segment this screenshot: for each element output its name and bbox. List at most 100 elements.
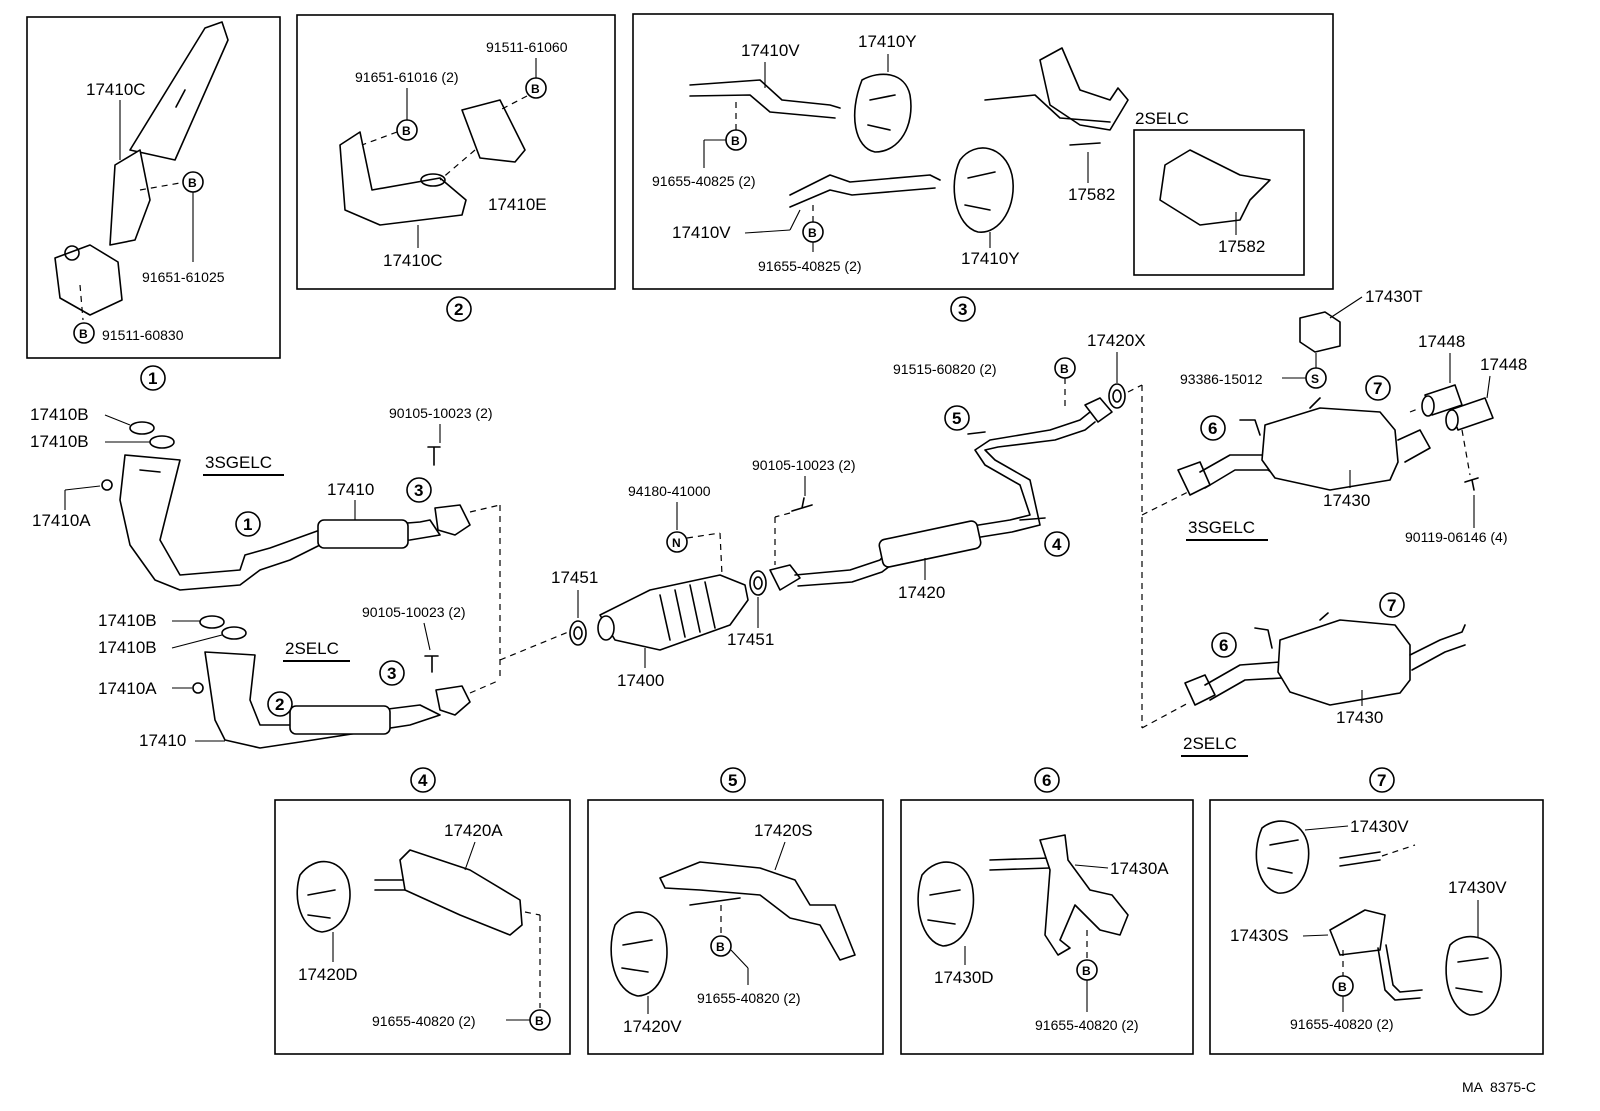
label-17430V-b: 17430V [1448, 878, 1507, 897]
label-91655-40825-b: 91655-40825 (2) [758, 258, 862, 274]
front-pipe-2selc: 17410B 17410B 17410A 2SELC 17410 2 3 901… [98, 604, 471, 750]
inset-3-hangers: 17410V B 91655-40825 (2) 17410Y 17410V B… [632, 13, 1334, 290]
svg-text:7: 7 [1373, 379, 1382, 398]
symbol-b: B [1082, 964, 1091, 978]
svg-text:1: 1 [148, 369, 157, 388]
label-17410C-a: 17410C [86, 80, 146, 99]
svg-text:2: 2 [454, 300, 463, 319]
label-17420A: 17420A [444, 821, 503, 840]
label-17420: 17420 [898, 583, 945, 602]
catalytic-converter: 17451 17400 94180-41000 N 17451 [551, 483, 774, 690]
label-94180-41000: 94180-41000 [628, 483, 711, 499]
label-17430-b: 17430 [1336, 708, 1383, 727]
label-17451-b: 17451 [727, 630, 774, 649]
label-17410V-a: 17410V [741, 41, 800, 60]
label-90105-10023-c: 90105-10023 (2) [752, 457, 856, 473]
label-17410E: 17410E [488, 195, 547, 214]
label-17420X: 17420X [1087, 331, 1146, 350]
svg-text:3: 3 [387, 664, 396, 683]
symbol-b: B [402, 124, 411, 138]
symbol-b: B [808, 226, 817, 240]
symbol-b: B [716, 940, 725, 954]
symbol-b: B [79, 327, 88, 341]
svg-text:7: 7 [1377, 771, 1386, 790]
svg-text:3: 3 [414, 481, 423, 500]
svg-text:5: 5 [952, 409, 961, 428]
svg-text:4: 4 [1052, 535, 1062, 554]
label-91655-40820-a: 91655-40820 (2) [372, 1013, 476, 1029]
label-17410C-b: 17410C [383, 251, 443, 270]
symbol-n: N [672, 536, 681, 550]
label-17410-2: 17410 [139, 731, 186, 750]
label-2SELC-inset: 2SELC [1135, 109, 1189, 128]
label-91515-60820: 91515-60820 (2) [893, 361, 997, 377]
label-17582-a: 17582 [1068, 185, 1115, 204]
inset-5-hanger: 17420V 17420S B 91655-40820 (2) [587, 799, 884, 1055]
muffler-2selc: 6 7 17430 2SELC [1181, 592, 1466, 757]
label-17410A-2: 17410A [98, 679, 157, 698]
inset-7-hangers: 17430V 17430V 17430S B 91655-40820 (2) [1209, 799, 1544, 1055]
label-91651-61025: 91651-61025 [142, 269, 225, 285]
inset-1-bracket: 17410C B 91651-61025 B 91511-60830 [26, 16, 281, 359]
symbol-b: B [1338, 980, 1347, 994]
svg-text:3: 3 [958, 300, 967, 319]
callout-3-bottom: 3 [950, 296, 976, 322]
inset-2-bracket: 91651-61016 (2) B 91511-61060 B 17410E 1… [296, 14, 616, 290]
label-17420D: 17420D [298, 965, 358, 984]
label-91511-60830: 91511-60830 [102, 327, 184, 343]
symbol-s: S [1311, 372, 1319, 386]
label-17430A: 17430A [1110, 859, 1169, 878]
label-90119-06146: 90119-06146 (4) [1405, 529, 1507, 545]
connector-lines [469, 504, 579, 694]
inset-4-hanger: 17420D 17420A B 91655-40820 (2) [274, 799, 571, 1055]
label-17410Y-a: 17410Y [858, 32, 917, 51]
center-pipe: 17420 90105-10023 (2) 5 4 91515-60820 (2… [752, 331, 1146, 602]
svg-text:7: 7 [1387, 596, 1396, 615]
svg-text:4: 4 [418, 771, 428, 790]
label-3SGELC-rear: 3SGELC [1188, 518, 1255, 537]
label-17410B-4: 17410B [98, 638, 157, 657]
label-17410B-3: 17410B [98, 611, 157, 630]
label-17410Y-b: 17410Y [961, 249, 1020, 268]
label-17448-a: 17448 [1418, 332, 1465, 351]
label-17410A-1: 17410A [32, 511, 91, 530]
callout-row: 4 5 6 7 [410, 767, 1395, 793]
label-17430D: 17430D [934, 968, 994, 987]
label-2SELC-front: 2SELC [285, 639, 339, 658]
symbol-b: B [535, 1014, 544, 1028]
svg-text:6: 6 [1042, 771, 1051, 790]
front-pipe-3sgelc: 17410B 17410B 17410A 3SGELC 17410 1 3 90… [30, 405, 493, 591]
svg-text:1: 1 [243, 515, 252, 534]
label-17410B-2: 17410B [30, 432, 89, 451]
svg-text:5: 5 [728, 771, 737, 790]
symbol-b: B [531, 82, 540, 96]
svg-text:2: 2 [275, 695, 284, 714]
inset-6-hanger: 17430D 17430A B 91655-40820 (2) [900, 799, 1194, 1055]
label-17430S: 17430S [1230, 926, 1289, 945]
label-91655-40820-d: 91655-40820 (2) [1290, 1016, 1394, 1032]
label-91655-40825-a: 91655-40825 (2) [652, 173, 756, 189]
label-91651-61016: 91651-61016 (2) [355, 69, 459, 85]
label-2SELC-rear: 2SELC [1183, 734, 1237, 753]
label-17430T: 17430T [1365, 287, 1423, 306]
label-17451-a: 17451 [551, 568, 598, 587]
symbol-b: B [1060, 362, 1069, 376]
reference-code: MA 8375-C [1462, 1079, 1536, 1095]
label-3SGELC-front: 3SGELC [205, 453, 272, 472]
label-17582-b: 17582 [1218, 237, 1265, 256]
label-91655-40820-b: 91655-40820 (2) [697, 990, 801, 1006]
label-17420S: 17420S [754, 821, 813, 840]
label-91655-40820-c: 91655-40820 (2) [1035, 1017, 1139, 1033]
label-91511-61060: 91511-61060 [486, 39, 568, 55]
label-17410-1: 17410 [327, 480, 374, 499]
label-90105-10023-b: 90105-10023 (2) [362, 604, 466, 620]
label-17430-a: 17430 [1323, 491, 1370, 510]
callout-1-bottom: 1 [140, 365, 166, 391]
label-93386-15012: 93386-15012 [1180, 371, 1263, 387]
label-17448-b: 17448 [1480, 355, 1527, 374]
label-17430V-a: 17430V [1350, 817, 1409, 836]
svg-text:6: 6 [1208, 419, 1217, 438]
svg-text:6: 6 [1219, 636, 1228, 655]
label-17410B-1: 17410B [30, 405, 89, 424]
